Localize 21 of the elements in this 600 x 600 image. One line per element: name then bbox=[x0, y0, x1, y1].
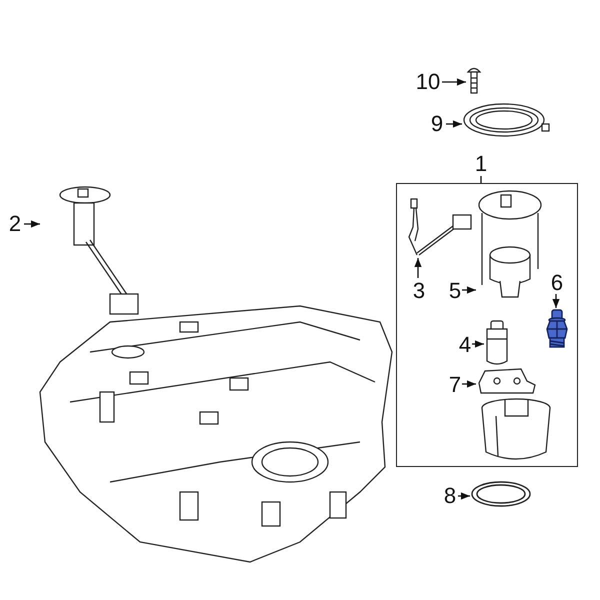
arrow bbox=[462, 380, 476, 388]
arrow bbox=[24, 220, 40, 228]
callout-number: 6 bbox=[549, 271, 565, 295]
assembly-box bbox=[396, 183, 578, 467]
arrow bbox=[552, 294, 560, 308]
callout-number: 1 bbox=[472, 152, 490, 176]
callout-number: 7 bbox=[447, 373, 463, 397]
arrow bbox=[446, 120, 462, 128]
arrow bbox=[472, 340, 484, 348]
arrow bbox=[458, 492, 470, 500]
callout-number: 3 bbox=[411, 279, 427, 303]
arrow bbox=[414, 258, 422, 278]
leader-line bbox=[480, 176, 482, 183]
callout-number: 8 bbox=[442, 484, 458, 508]
arrow bbox=[442, 78, 466, 86]
callout-number: 2 bbox=[6, 212, 24, 236]
callout-number: 4 bbox=[457, 333, 473, 357]
callout-number: 5 bbox=[447, 279, 463, 303]
callout-number: 10 bbox=[414, 70, 442, 94]
callout-number: 9 bbox=[428, 112, 446, 136]
arrow bbox=[462, 286, 476, 294]
